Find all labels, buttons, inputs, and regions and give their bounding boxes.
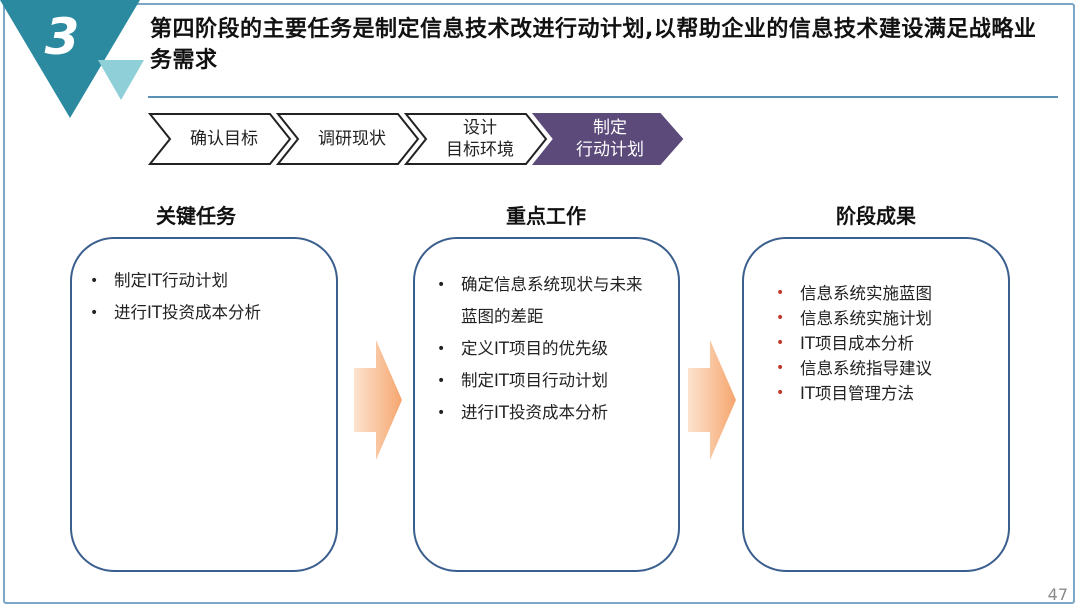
list-item: 定义IT项目的优先级 [433,333,643,365]
chevron-step-3 [403,113,548,165]
flow-arrow-icon [354,340,402,460]
section-number: 3 [44,8,80,66]
title-divider [148,96,1058,98]
list-item: 进行IT投资成本分析 [433,397,643,429]
step-2-text: 调研现状 [318,129,386,149]
list-item: 信息系统指导建议 [772,356,932,381]
flow-arrow-icon [688,340,736,460]
chevron-step-2 [275,113,420,165]
process-chevrons: 确认目标 调研现状 设计 目标环境 制定 行动计划 [148,112,688,166]
step-label-1: 确认目标 [170,112,278,166]
results-list: 信息系统实施蓝图 信息系统实施计划 IT项目成本分析 信息系统指导建议 IT项目… [772,281,932,406]
results-title: 阶段成果 [836,204,916,228]
key-work-card: 确定信息系统现状与未来 蓝图的差距 定义IT项目的优先级 制定IT项目行动计划 … [413,237,680,572]
step-label-4: 制定 行动计划 [554,112,666,166]
page-number: 47 [1047,585,1068,604]
step-label-2: 调研现状 [298,112,406,166]
key-tasks-title: 关键任务 [156,204,236,228]
chevron-step-1 [148,113,292,165]
step-label-3: 设计 目标环境 [426,112,534,166]
slide-title: 第四阶段的主要任务是制定信息技术改进行动计划,以帮助企业的信息技术建设满足战略业… [150,17,1037,73]
list-item-continuation: 蓝图的差距 [461,307,544,326]
step-4-text-line1: 制定 [593,118,627,138]
key-tasks-list: 制定IT行动计划 进行IT投资成本分析 [86,265,261,329]
chevron-step-4 [531,113,684,165]
list-item: 制定IT行动计划 [86,265,261,297]
chevron-shapes [148,113,684,165]
list-item: IT项目管理方法 [772,381,932,406]
list-item: 信息系统实施蓝图 [772,281,932,306]
badge-dark-triangle [0,0,140,118]
badge-light-triangle [98,60,144,100]
slide-frame [3,3,1075,604]
list-item: IT项目成本分析 [772,331,932,356]
list-item: 制定IT项目行动计划 [433,365,643,397]
list-item: 进行IT投资成本分析 [86,297,261,329]
section-badge [0,0,144,118]
key-work-title: 重点工作 [506,204,586,228]
results-card: 信息系统实施蓝图 信息系统实施计划 IT项目成本分析 信息系统指导建议 IT项目… [742,237,1010,572]
key-tasks-card: 制定IT行动计划 进行IT投资成本分析 [70,237,338,572]
step-1-text: 确认目标 [190,129,258,149]
key-work-list: 确定信息系统现状与未来 蓝图的差距 定义IT项目的优先级 制定IT项目行动计划 … [433,269,643,429]
step-3-text-line2: 目标环境 [446,140,514,160]
step-4-text-line2: 行动计划 [576,140,644,160]
list-item: 信息系统实施计划 [772,306,932,331]
list-item: 确定信息系统现状与未来 [433,269,643,301]
step-3-text-line1: 设计 [463,118,497,138]
